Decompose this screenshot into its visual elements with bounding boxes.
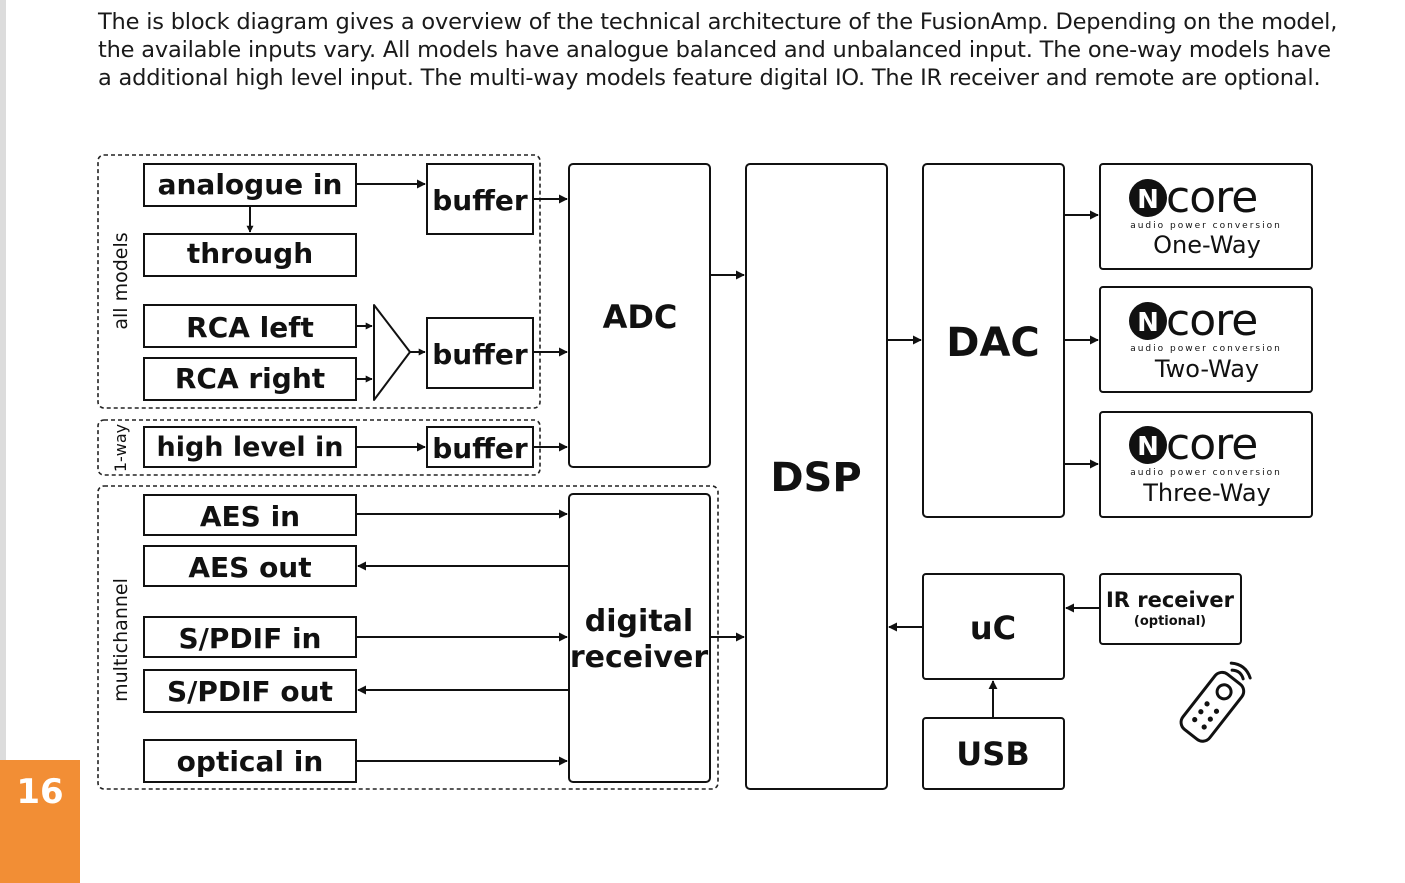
ncore-logo-icon [1129, 302, 1167, 340]
ncore-tagline: audio power conversion [1130, 221, 1282, 231]
aes-out-box [143, 545, 357, 587]
ncore-logo-icon [1129, 179, 1167, 217]
optical-in-label: optical in [177, 745, 324, 778]
dac-label: DAC [946, 320, 1040, 366]
spdif-out-label: S/PDIF out [167, 675, 333, 708]
spdif-in-label: S/PDIF in [179, 622, 322, 655]
ncore-module-label: Two-Way [1154, 355, 1259, 383]
ncore-logo-letter: N [1137, 432, 1159, 462]
page-number: 16 [16, 772, 64, 812]
digital-receiver-label-line1: digital [585, 604, 693, 639]
group-label-one-way: 1-way [111, 424, 130, 472]
analogue-in-box [143, 163, 357, 207]
group-multichannel [97, 485, 719, 790]
group-label-all-models: all models [110, 232, 132, 329]
ncore-tagline: audio power conversion [1130, 468, 1282, 478]
aes-out-label: AES out [188, 551, 311, 584]
buffer-box-3 [426, 426, 534, 468]
aes-in-label: AES in [200, 500, 300, 533]
analogue-in-label: analogue in [158, 168, 343, 201]
ncore-tagline: audio power conversion [1130, 344, 1282, 354]
ncore-module-label: One-Way [1153, 231, 1261, 259]
rca-right-label: RCA right [175, 362, 325, 395]
buffer-label-2: buffer [432, 338, 528, 371]
remote-control-icon [1179, 661, 1252, 743]
uc-label: uC [970, 609, 1016, 647]
intro-paragraph: The is block diagram gives a overview of… [98, 9, 1338, 91]
usb-label: USB [956, 735, 1029, 773]
through-label: through [187, 237, 313, 270]
ncore-logo-letter: N [1137, 308, 1159, 338]
digital-receiver-label-line2: receiver [570, 640, 708, 675]
ir-receiver-label: IR receiver [1106, 588, 1235, 612]
ncore-logo-icon [1129, 426, 1167, 464]
ncore-logo-letter: N [1137, 185, 1159, 215]
rca-left-box [143, 304, 357, 348]
group-all-models [97, 154, 541, 409]
ncore-module-one-way: N core audio power conversion One-Way [1099, 163, 1313, 270]
buffer-label-3: buffer [432, 432, 528, 465]
ncore-logo-text: core [1166, 172, 1257, 223]
ncore-logo-text: core [1166, 419, 1257, 470]
ncore-logo-text: core [1166, 295, 1257, 346]
connectors [246, 179, 1100, 766]
rca-left-label: RCA left [186, 311, 314, 344]
dsp-block [745, 163, 888, 790]
adc-label: ADC [603, 298, 678, 336]
ir-optional-label: (optional) [1134, 614, 1206, 629]
summing-amplifier-icon [373, 304, 411, 401]
adc-block [568, 163, 711, 468]
buffer-box-2 [426, 317, 534, 389]
high-level-in-label: high level in [156, 432, 343, 463]
ncore-module-label: Three-Way [1142, 479, 1271, 507]
group-label-multichannel: multichannel [110, 578, 132, 702]
page-number-tab: 16 [0, 760, 80, 883]
group-one-way [97, 419, 541, 476]
spdif-in-box [143, 616, 357, 658]
ncore-module-three-way: N core audio power conversion Three-Way [1099, 411, 1313, 518]
through-box [143, 233, 357, 277]
buffer-label-1: buffer [432, 184, 528, 217]
spdif-out-box [143, 669, 357, 713]
dsp-label: DSP [770, 455, 861, 501]
rca-right-box [143, 357, 357, 401]
high-level-in-box [143, 426, 357, 468]
ncore-module-two-way: N core audio power conversion Two-Way [1099, 286, 1313, 393]
page-edge [0, 0, 6, 760]
optical-in-box [143, 739, 357, 783]
